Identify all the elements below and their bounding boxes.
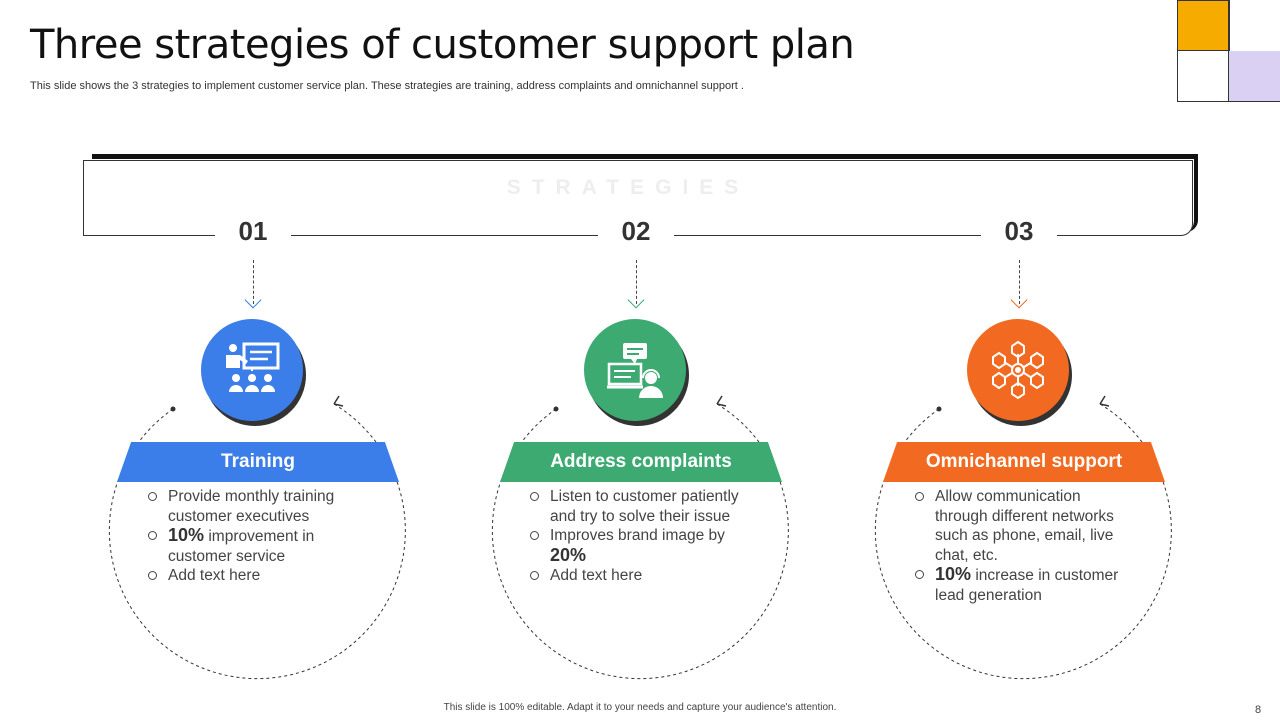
bullet-icon (915, 492, 924, 501)
bullet-icon (530, 492, 539, 501)
strategy-items: Listen to customer patiently and try to … (530, 487, 740, 586)
corner-decoration-divider (1229, 0, 1280, 51)
list-item: Provide monthly training customer execut… (148, 487, 358, 526)
omnichannel-icon-circle (967, 319, 1069, 421)
slide-subtitle: This slide shows the 3 strategies to imp… (30, 80, 744, 92)
slide-title: Three strategies of customer support pla… (30, 22, 855, 68)
list-item: Improves brand image by 20% (530, 526, 740, 566)
list-item: 10% increase in customer lead generation (915, 564, 1125, 605)
corner-decoration-purple-square (1229, 51, 1280, 102)
support-agent-chat-icon (607, 343, 663, 398)
bullet-icon (148, 571, 157, 580)
bullet-icon (530, 571, 539, 580)
strategies-frame-shadow (92, 154, 1198, 232)
strategy-heading: Training (117, 442, 399, 482)
connector-arrow-line (253, 260, 254, 304)
connector-arrow-line (1019, 260, 1020, 304)
bullet-icon (148, 531, 157, 540)
strategy-heading: Address complaints (500, 442, 782, 482)
omnichannel-network-icon (992, 340, 1044, 400)
complaints-icon-circle (584, 319, 686, 421)
strategy-number: 01 (215, 214, 291, 248)
strategies-frame-label: STRATEGIES (506, 176, 750, 199)
list-item: 10% improvement in customer service (148, 525, 358, 566)
connector-arrow-line (636, 260, 637, 304)
highlight-value: 10% (168, 525, 205, 545)
list-item: Add text here (148, 566, 358, 586)
bullet-icon (530, 531, 539, 540)
bullet-icon (915, 570, 924, 579)
strategy-heading: Omnichannel support (883, 442, 1165, 482)
list-item: Allow communication through different ne… (915, 487, 1125, 565)
highlight-value: 10% (935, 564, 972, 584)
strategy-items: Provide monthly training customer execut… (148, 487, 358, 586)
bullet-icon (148, 492, 157, 501)
strategy-items: Allow communication through different ne… (915, 487, 1125, 605)
list-item: Listen to customer patiently and try to … (530, 487, 740, 526)
corner-decoration-empty-square (1177, 51, 1229, 102)
page-number: 8 (1255, 704, 1262, 716)
list-item: Add text here (530, 566, 740, 586)
corner-decoration-yellow-square (1177, 0, 1229, 51)
training-icon-circle (201, 319, 303, 421)
slide-footer: This slide is 100% editable. Adapt it to… (443, 702, 837, 713)
highlight-value: 20% (550, 544, 587, 565)
strategy-number: 02 (598, 214, 674, 248)
strategy-number: 03 (981, 214, 1057, 248)
presentation-training-icon (226, 342, 280, 392)
